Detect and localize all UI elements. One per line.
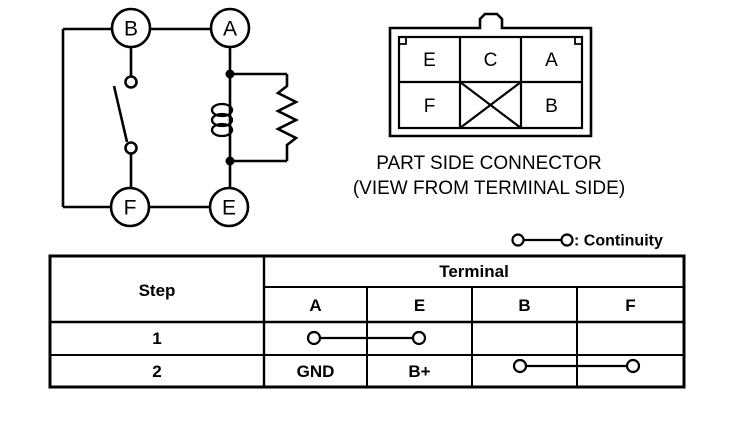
table-col-header-a: A [309,296,321,315]
row-1-continuity-a-e [306,330,427,346]
connector-caption-line2: (VIEW FROM TERMINAL SIDE) [353,178,625,199]
terminal-f-label: F [124,197,137,220]
table-step-header: Step [139,281,176,300]
table-col-header-f: F [625,296,635,315]
continuity-legend-label: : Continuity [574,233,663,250]
table-row-1: 1 [152,329,427,348]
empty-cavity-cross-2 [459,81,522,129]
junction-dot-top [225,69,235,79]
connector-outline [388,12,593,138]
connector-corner-mark-right [574,37,582,45]
table-terminal-header: Terminal [439,262,509,281]
connector-cell-b: B [545,96,558,117]
terminal-a: A [209,7,251,49]
terminal-b: B [110,7,152,49]
coil-loops [210,102,234,138]
relay-schematic [61,27,299,209]
table-headers: Step Terminal A E B F [139,262,636,315]
switch-contact-top [124,75,138,89]
connector-cells: E C A F B [423,50,558,117]
resistor-zigzag [275,74,299,161]
terminal-f: F [109,186,151,228]
continuity-symbol [511,233,574,247]
continuity-legend: : Continuity [511,233,663,250]
table-row-1-step: 1 [152,329,161,348]
connector-caption-line1: PART SIDE CONNECTOR [376,153,602,174]
switch-contact-bottom [124,141,138,155]
switch-blade [112,85,129,143]
table-col-header-e: E [414,296,425,315]
connector-cell-c: C [484,50,498,71]
table-row-2: 2 GND B+ [152,358,641,381]
table-col-header-b: B [518,296,530,315]
continuity-table [48,254,686,389]
connector-corner-mark-left [399,37,407,45]
terminal-e-label: E [222,197,236,220]
terminal-b-label: B [124,18,138,41]
terminal-a-label: A [223,18,237,41]
terminal-e: E [208,186,250,228]
table-row-2-step: 2 [152,362,161,381]
table-row-2-cell-e: B+ [408,362,430,381]
connector-housing [388,12,593,138]
connector-cell-e: E [423,50,436,71]
connector-cell-a: A [545,50,558,71]
row-2-continuity-b-f [512,358,641,374]
connector-cell-f: F [424,96,436,117]
junction-dot-bottom [225,156,235,166]
table-row-2-cell-a: GND [297,362,335,381]
